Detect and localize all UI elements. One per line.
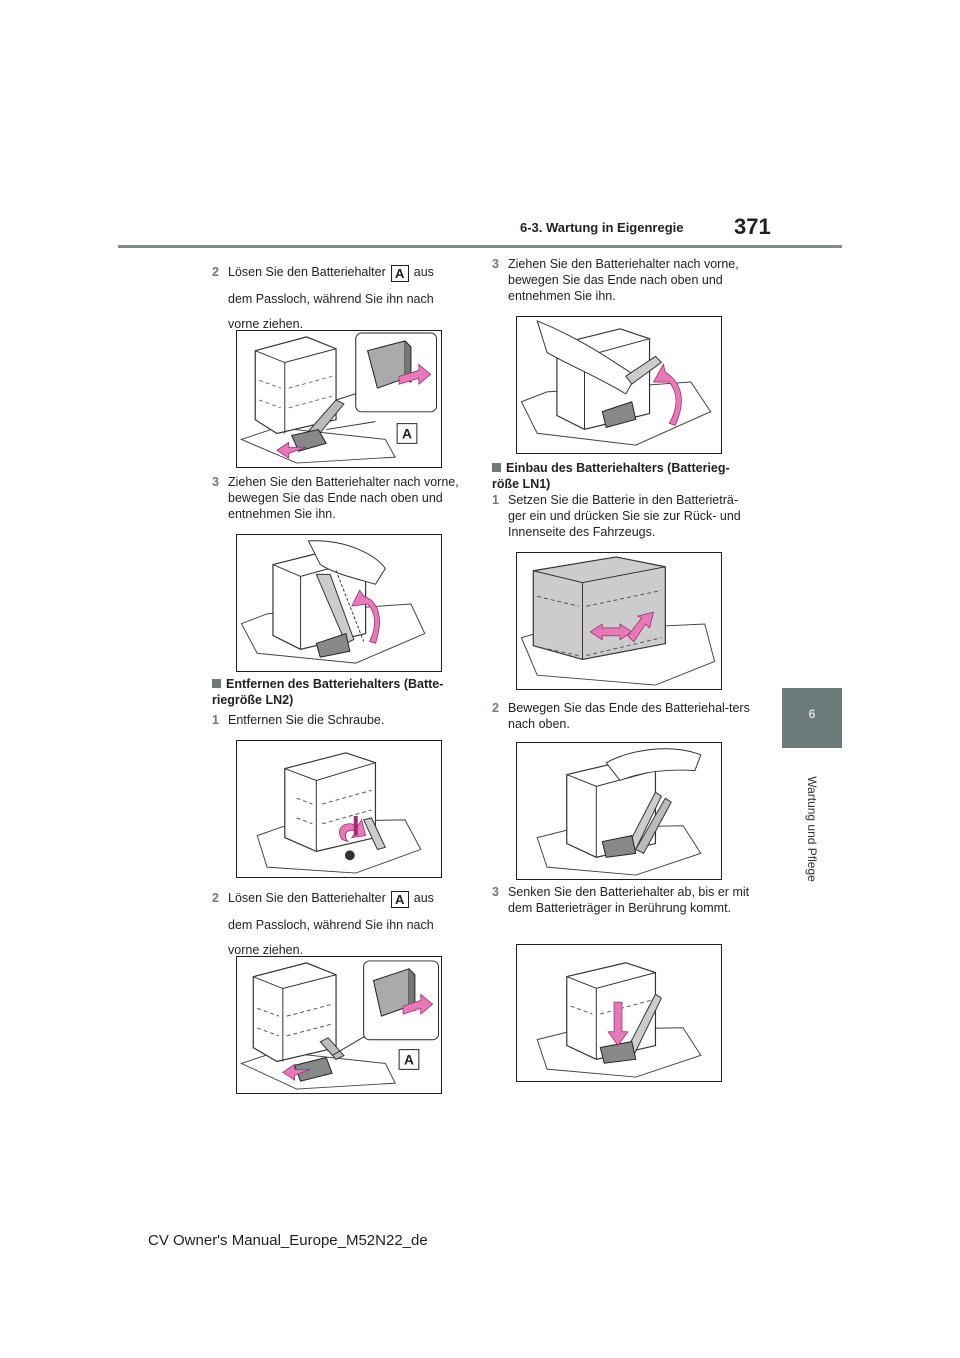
section-title: 6-3. Wartung in Eigenregie — [520, 220, 684, 235]
step-text: aus — [413, 265, 434, 279]
battery-illustration: A — [240, 332, 438, 464]
page-number: 371 — [734, 214, 771, 239]
step-lower-holder: 3 Senken Sie den Batteriehalter ab, bis e… — [492, 884, 756, 916]
label-a-box: A — [390, 265, 409, 282]
chapter-tab[interactable]: 6 — [782, 688, 842, 748]
figure-label-a: A — [402, 426, 412, 441]
step-number: 1 — [212, 713, 219, 727]
step-text: Senken Sie den Batteriehalter ab, bis er… — [508, 885, 750, 915]
step-number: 3 — [492, 885, 499, 899]
step-text: Ziehen Sie den Batteriehalter nach vorne… — [228, 475, 459, 521]
battery-hand-illustration — [536, 748, 702, 876]
step-text: Bewegen Sie das Ende des Batteriehal-ter… — [508, 701, 750, 731]
figure-remove-screw — [236, 740, 442, 878]
battery-hand-illustration — [520, 320, 712, 446]
step-text: Entfernen Sie die Schraube. — [228, 713, 385, 727]
step-text: dem Passloch, während Sie ihn nach — [228, 918, 434, 932]
step-text: Ziehen Sie den Batteriehalter nach vorne… — [508, 257, 739, 303]
step-insert-battery: 1 Setzen Sie die Batterie in den Batterie… — [492, 492, 756, 540]
battery-gray-illustration — [520, 556, 716, 686]
battery-illustration — [536, 962, 702, 1078]
chapter-title: Wartung und Pflege — [805, 776, 819, 882]
figure-remove-holder-ln2: A — [236, 956, 442, 1094]
section-heading-ln2: Entfernen des Batteriehalters (Batte-rie… — [212, 677, 444, 707]
battery-screw-illustration — [256, 752, 422, 874]
heading-square-icon — [492, 463, 501, 472]
step-number: 3 — [212, 475, 219, 489]
step-number: 2 — [212, 891, 219, 905]
figure-pull-holder-ln2 — [516, 316, 722, 454]
step-text: Setzen Sie die Batterie in den Batteriet… — [508, 493, 741, 539]
step-pull-out-holder-right: 3 Ziehen Sie den Batteriehalter nach vorn… — [492, 256, 756, 304]
step-text: dem Passloch, während Sie ihn nach — [228, 292, 434, 306]
step-pull-out-holder: 3 Ziehen Sie den Batteriehalter nach vorn… — [212, 474, 476, 522]
step-text: Lösen Sie den Batteriehalter — [228, 265, 386, 279]
step-number: 2 — [492, 701, 499, 715]
figure-remove-holder-ln1: A — [236, 330, 442, 468]
step-text: vorne ziehen. — [228, 317, 304, 331]
figure-label-a: A — [404, 1052, 414, 1067]
figure-pull-holder-ln1 — [236, 534, 442, 672]
figure-insert-battery — [516, 552, 722, 690]
battery-illustration: A — [240, 960, 440, 1090]
step-remove-screw: 1 Entfernen Sie die Schraube. — [212, 712, 476, 728]
section-heading-ln1: Einbau des Batteriehalters (Batterieg-rö… — [492, 461, 730, 491]
step-number: 2 — [212, 265, 219, 279]
label-a-box: A — [390, 891, 409, 908]
step-number: 3 — [492, 257, 499, 271]
figure-lower-holder — [516, 944, 722, 1082]
battery-hand-illustration — [240, 540, 426, 664]
header-divider — [118, 245, 842, 248]
heading-square-icon — [212, 679, 221, 688]
step-text: aus — [413, 891, 434, 905]
footer-manual-id: CV Owner's Manual_Europe_M52N22_de — [148, 1232, 428, 1249]
step-move-holder-up: 2 Bewegen Sie das Ende des Batteriehal-te… — [492, 700, 756, 732]
figure-move-holder-up — [516, 742, 722, 880]
step-text: vorne ziehen. — [228, 943, 304, 957]
step-number: 1 — [492, 493, 499, 507]
step-text: Lösen Sie den Batteriehalter — [228, 891, 386, 905]
